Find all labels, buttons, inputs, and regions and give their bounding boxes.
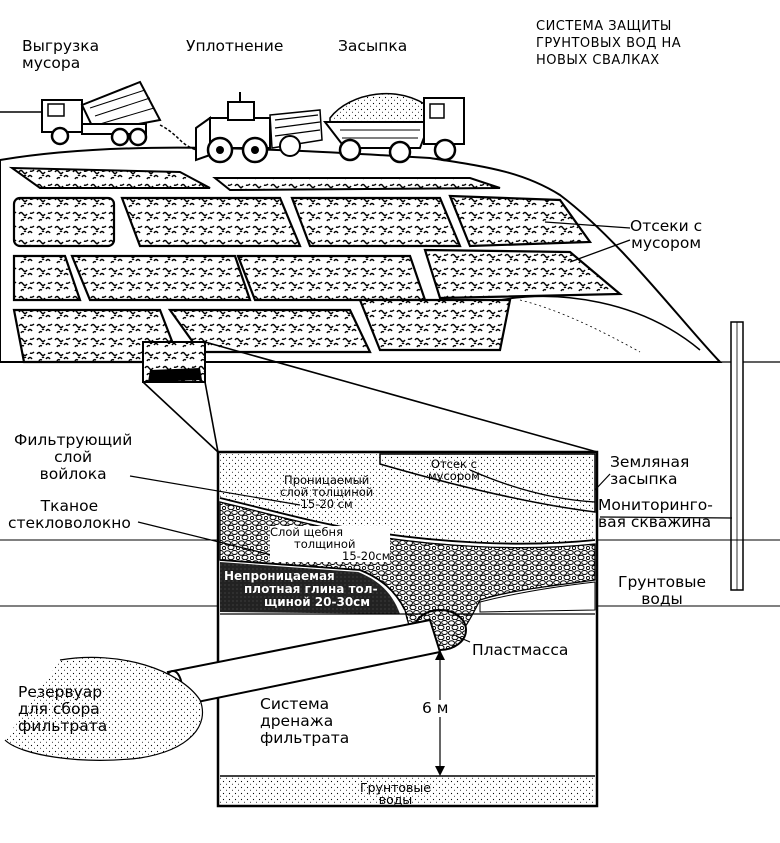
title-line-1: СИСТЕМА ЗАЩИТЫ xyxy=(536,19,672,34)
label-earth-cover: Земляная засыпка xyxy=(610,454,689,488)
earth-truck xyxy=(322,92,465,164)
inset-label-clay-line-1: Непроницаемая xyxy=(224,569,335,583)
label-reservoir-line-2: для сбора xyxy=(18,700,100,718)
label-groundwater-right-line-2: воды xyxy=(641,590,683,608)
label-earth-cover-line-2: засыпка xyxy=(610,470,678,488)
waste-cells xyxy=(8,166,623,364)
label-depth: 6 м xyxy=(420,699,451,717)
reservoir xyxy=(4,656,204,761)
zoom-source xyxy=(142,341,598,453)
label-groundwater-bottom-line-2: воды xyxy=(378,792,413,807)
label-drainage-line-1: Система xyxy=(260,695,330,713)
inset-label-gravel-line-3: 15-20см xyxy=(342,549,391,563)
label-fiberglass-line-2: стекловолокно xyxy=(8,514,131,532)
label-plastic: Пластмасса xyxy=(472,641,569,659)
label-drainage-line-2: дренажа xyxy=(260,712,334,730)
label-waste-cells: Отсеки с мусором xyxy=(630,218,702,252)
title-line-2: ГРУНТОВЫХ ВОД НА xyxy=(536,36,682,51)
label-fiberglass: Тканое стекловолокно xyxy=(8,498,131,532)
title-line-3: НОВЫХ СВАЛКАХ xyxy=(536,53,660,68)
label-groundwater-right-line-1: Грунтовые xyxy=(618,573,707,591)
groundwater-band xyxy=(0,539,780,607)
inset-label-cell-line-2: мусором xyxy=(428,469,480,483)
label-filter-felt-line-2: слой xyxy=(54,448,93,466)
label-monitoring-well-line-1: Мониторинго- xyxy=(598,496,713,514)
inset-label-gravel-line-1: Слой щебня xyxy=(270,525,343,539)
monitoring-well xyxy=(730,321,744,591)
inset-label-permeable: Проницаемый слой толщиной 15-20 см xyxy=(280,474,373,510)
stage-unloading-line-1: Выгрузка xyxy=(22,37,100,55)
inset-label-permeable-line-3: 15-20 см xyxy=(300,497,353,511)
label-groundwater-bottom-line-1: Грунтовые xyxy=(360,780,431,795)
dump-truck xyxy=(0,80,203,153)
inset-label-cell: Отсек с мусором xyxy=(428,458,480,482)
label-reservoir-line-3: фильтрата xyxy=(18,717,108,735)
stage-unloading-line-2: мусора xyxy=(22,54,81,72)
label-reservoir-line-1: Резервуар xyxy=(18,683,103,701)
cross-section-inset xyxy=(216,450,599,808)
label-drainage-system: Система дренажа фильтрата xyxy=(260,696,349,747)
label-groundwater-bottom: Грунтовые воды xyxy=(360,780,431,807)
title: СИСТЕМА ЗАЩИТЫ ГРУНТОВЫХ ВОД НА НОВЫХ СВ… xyxy=(536,18,681,69)
label-earth-cover-line-1: Земляная xyxy=(610,453,690,471)
inset-label-permeable-line-2: слой толщиной xyxy=(280,485,374,499)
inset-label-gravel-line-2: толщиной xyxy=(294,537,356,551)
label-fiberglass-line-1: Тканое xyxy=(40,497,99,515)
label-filter-felt-line-1: Фильтрующий xyxy=(14,431,133,449)
inset-label-permeable-line-1: Проницаемый xyxy=(284,473,370,487)
inset-label-clay-line-2: плотная глина тол- xyxy=(244,582,378,596)
inset-label-cell-line-1: Отсек с xyxy=(430,457,477,471)
label-reservoir: Резервуар для сбора фильтрата xyxy=(18,684,107,735)
inset-label-clay: Непроницаемая плотная глина тол- щиной 2… xyxy=(224,570,378,609)
label-waste-cells-line-1: Отсеки с xyxy=(630,217,703,235)
label-monitoring-well-line-2: вая скважина xyxy=(598,513,712,531)
label-groundwater-right: Грунтовые воды xyxy=(618,574,706,608)
stage-unloading: Выгрузка мусора xyxy=(22,38,99,72)
label-drainage-line-3: фильтрата xyxy=(260,729,350,747)
stage-backfill: Засыпка xyxy=(338,37,408,55)
label-filter-felt-line-3: войлока xyxy=(39,465,107,483)
bulldozer xyxy=(195,92,323,164)
inset-label-gravel: Слой щебня толщиной 15-20см xyxy=(270,525,391,563)
label-waste-cells-line-2: мусором xyxy=(631,234,702,252)
label-monitoring-well: Мониторинго- вая скважина xyxy=(598,497,713,531)
inset-label-clay-line-3: щиной 20-30см xyxy=(264,595,371,609)
stage-compaction: Уплотнение xyxy=(186,37,284,55)
label-filter-felt: Фильтрующий слой войлока xyxy=(14,432,132,483)
cells-pointers xyxy=(544,221,631,263)
